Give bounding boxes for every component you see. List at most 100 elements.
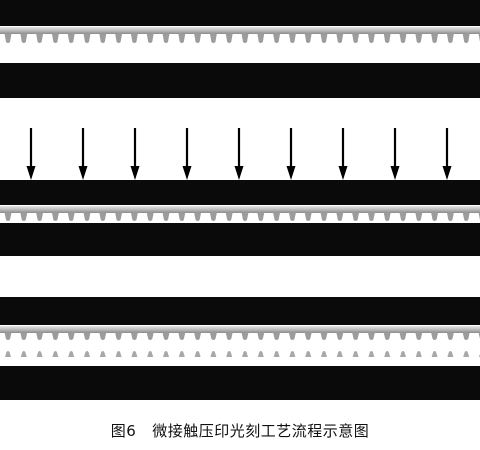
stamp-tooth <box>399 33 407 43</box>
stamp-tooth <box>146 33 154 43</box>
stamp-tooth <box>51 332 59 340</box>
top-slab <box>0 0 480 26</box>
down-arrow <box>442 128 452 180</box>
transferred-ink-dot <box>147 351 154 357</box>
arrow-head <box>338 166 348 180</box>
stamp-tooth <box>431 33 439 43</box>
stamp-tooth <box>99 212 107 221</box>
transferred-ink-dot <box>99 351 106 357</box>
stamp-tooth <box>20 33 28 43</box>
transferred-ink-dot <box>163 351 169 357</box>
transferred-ink-dot <box>20 351 27 357</box>
stamp-tooth <box>194 212 202 221</box>
stamp-tooth <box>20 212 28 221</box>
stamp-tooth <box>288 33 296 43</box>
stamp-tooth <box>383 332 391 340</box>
stamp-tooth <box>462 33 470 43</box>
transferred-ink-dot <box>273 351 280 357</box>
stamp-tooth <box>288 332 296 340</box>
stamp-tooth <box>383 212 391 221</box>
stamp-tooth <box>67 212 75 221</box>
stamp-tooth <box>367 33 375 43</box>
stamp-tooth <box>320 212 328 221</box>
stamp-tooth <box>162 212 170 221</box>
transferred-ink-dot <box>36 351 43 357</box>
pressure-arrows <box>26 128 452 180</box>
arrow-head <box>130 166 140 180</box>
stamp-tooth <box>304 33 312 43</box>
top-slab <box>0 297 480 325</box>
arrow-head <box>390 166 400 180</box>
stamp-tooth <box>257 212 265 221</box>
down-arrow <box>130 128 140 180</box>
arrow-head <box>26 166 36 180</box>
transferred-ink-dot <box>194 351 201 357</box>
stamp-tooth <box>4 33 12 43</box>
stamp-tooth <box>67 33 75 43</box>
stamp-tooth <box>146 212 154 221</box>
stamp-tooth <box>304 212 312 221</box>
arrow-head <box>442 166 452 180</box>
stamp-tooth <box>320 332 328 340</box>
stage-1 <box>0 0 480 98</box>
stamp-tooth <box>115 332 123 340</box>
stamp-tooth <box>320 33 328 43</box>
stamp-tooth <box>209 332 217 340</box>
stamp-tooth <box>225 212 233 221</box>
stage-3 <box>0 297 480 400</box>
stamp-tooth <box>336 332 344 340</box>
arrow-head <box>182 166 192 180</box>
stamp-tooth <box>115 212 123 221</box>
down-arrow <box>390 128 400 180</box>
stamp-tooth <box>288 212 296 221</box>
stamp-tooth <box>367 332 375 340</box>
stamp-tooth <box>36 33 44 43</box>
down-arrow <box>78 128 88 180</box>
stamp-tooth <box>99 33 107 43</box>
top-slab <box>0 180 480 205</box>
stamp-tooth <box>273 212 281 221</box>
stamp-tooth <box>162 332 170 340</box>
transferred-ink-dot <box>68 351 75 357</box>
stamp-tooth <box>415 332 423 340</box>
stamp-tooth <box>383 33 391 43</box>
transferred-ink-dot <box>52 351 59 357</box>
stamp-tooth <box>225 332 233 340</box>
stamp-tooth <box>431 332 439 340</box>
transferred-ink-dot <box>289 351 296 357</box>
down-arrow <box>234 128 244 180</box>
stamp-tooth <box>178 33 186 43</box>
transferred-ink-dot <box>336 351 343 357</box>
stamp-tooth <box>194 33 202 43</box>
stamp-tooth <box>83 33 91 43</box>
stamp-band <box>0 27 480 34</box>
stamp-tooth <box>67 332 75 340</box>
stamp-tooth <box>130 33 138 43</box>
stamp-tooth <box>51 212 59 221</box>
stamp-tooth <box>162 33 170 43</box>
substrate <box>0 63 480 98</box>
transferred-ink-dot <box>352 351 359 357</box>
stamp-tooth <box>257 33 265 43</box>
stamp-tooth <box>130 332 138 340</box>
stage-2 <box>0 128 480 256</box>
down-arrow <box>26 128 36 180</box>
stamp-tooth <box>194 332 202 340</box>
stamp-tooth <box>462 332 470 340</box>
transferred-ink-dot <box>415 351 422 357</box>
stamp-tooth <box>431 212 439 221</box>
transferred-ink-dot <box>257 351 264 357</box>
stamp-tooth <box>241 212 249 221</box>
transferred-ink-dot <box>368 351 375 357</box>
transferred-ink-dot <box>5 351 11 357</box>
stamp-tooth <box>36 332 44 340</box>
stamp-band <box>0 326 480 333</box>
transferred-ink-dot <box>242 351 248 357</box>
arrow-head <box>286 166 296 180</box>
stamp-tooth <box>83 332 91 340</box>
stamp-tooth <box>83 212 91 221</box>
stamp-tooth <box>446 212 454 221</box>
stamp-tooth <box>304 332 312 340</box>
